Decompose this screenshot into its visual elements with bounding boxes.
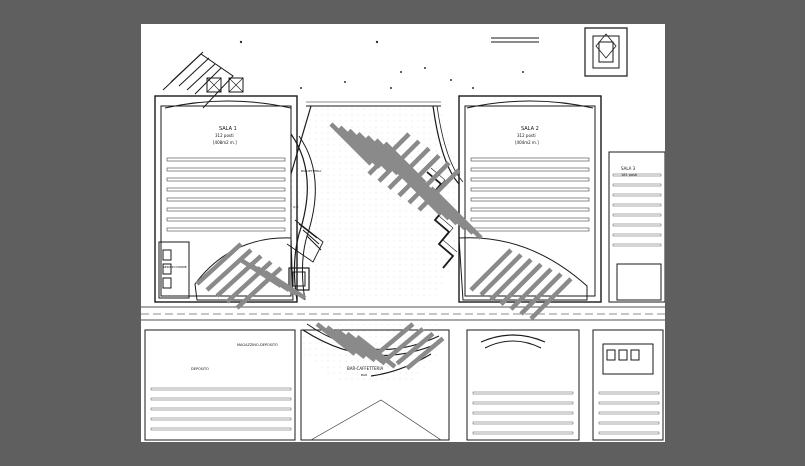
drawing-sheet[interactable]: SALA 1 312 posti [408m2 m.] SALA 2 312 p… — [141, 24, 665, 442]
room-left-line1: 312 posti — [215, 133, 234, 138]
lobby-bars-upper-right-0 — [367, 132, 411, 176]
fan-bars-right-5 — [519, 272, 563, 316]
room-right-line1: 312 posti — [517, 133, 536, 138]
foyer-bars-left-3 — [345, 331, 387, 366]
walls — [141, 27, 665, 441]
room-far-right-line1: 181 posti — [621, 173, 637, 177]
small-label-a: BIGLIETTERIA — [301, 169, 322, 173]
lobby-bars-upper-left-1 — [338, 125, 382, 169]
foyer-bars-right-2 — [395, 331, 435, 366]
bottom-left-sub-label: DEPOSITO — [191, 367, 209, 371]
center-counter-label: BAR-CAFFETTERIA — [347, 366, 384, 371]
room-left-line2: [408m2 m.] — [213, 140, 237, 145]
foyer-bars-left-4 — [355, 335, 397, 369]
lobby-bars-upper-right-4 — [407, 161, 451, 205]
floor-plan: SALA 1 312 posti [408m2 m.] SALA 2 312 p… — [141, 27, 665, 441]
lobby-bars-upper-right-5 — [417, 168, 461, 212]
lobby-bars-right-1 — [397, 167, 451, 221]
site-markers — [239, 40, 524, 89]
room-far-right-name: SALA 3 — [621, 166, 636, 171]
foyer-bars-left-0 — [315, 322, 357, 356]
room-left-name: SALA 1 — [219, 126, 237, 132]
zigzag-partition — [426, 171, 455, 269]
lobby-floor — [289, 106, 459, 300]
foyer-bars-left-1 — [325, 325, 367, 359]
fan-bars-right-0 — [469, 248, 513, 292]
lobby-bars-upper-right-3 — [397, 154, 441, 198]
lobby-bars-right-4 — [421, 181, 475, 235]
diagonal-bars — [195, 122, 573, 371]
lobby-bars-right-5 — [429, 186, 483, 240]
lobby-bars-right-3 — [413, 176, 467, 230]
bottom-left-room-label: MAGAZZINO-DEPOSITO — [237, 343, 278, 347]
fan-bars-right-1 — [479, 253, 523, 297]
seating-right-hall — [470, 157, 590, 232]
seating-left-hall — [166, 157, 286, 232]
fan-bars-right-6 — [529, 277, 573, 321]
foyer-bars-right-0 — [375, 322, 415, 356]
small-label-b: Q.E. — [293, 205, 299, 209]
lobby-bars-right-2 — [405, 172, 459, 226]
counter-sub-label: BAR — [361, 373, 367, 377]
lobby-bars-upper-right-1 — [377, 139, 421, 183]
fan-bars-left-b-3 — [263, 270, 307, 300]
fan-bars-left-2 — [215, 254, 263, 298]
toilet-left-label: SERVIZI DONNE — [163, 265, 187, 269]
fan-bars-left-0 — [195, 242, 243, 286]
seating-far-right — [612, 173, 662, 247]
foyer-bars-right-3 — [405, 336, 445, 371]
fan-bars-right-4 — [509, 267, 553, 311]
lobby-bars-upper-right-2 — [387, 146, 431, 190]
room-right-line2: [404m2 m.] — [515, 140, 539, 145]
fan-bars-left-3 — [225, 260, 273, 304]
lobby-bars-right-0 — [389, 162, 443, 216]
foyer-bars-left-2 — [335, 328, 377, 363]
fan-bars-right-2 — [489, 258, 533, 302]
foyer-bars-right-1 — [385, 327, 425, 361]
fan-bars-right-3 — [499, 262, 543, 306]
fan-bars-left-1 — [205, 248, 253, 292]
room-labels: SALA 1 312 posti [408m2 m.] SALA 2 312 p… — [163, 126, 637, 377]
lobby-bars-upper-left-0 — [329, 122, 373, 166]
fan-bars-left-4 — [235, 266, 283, 310]
seating-bottom — [150, 387, 660, 441]
room-right-name: SALA 2 — [521, 126, 539, 132]
